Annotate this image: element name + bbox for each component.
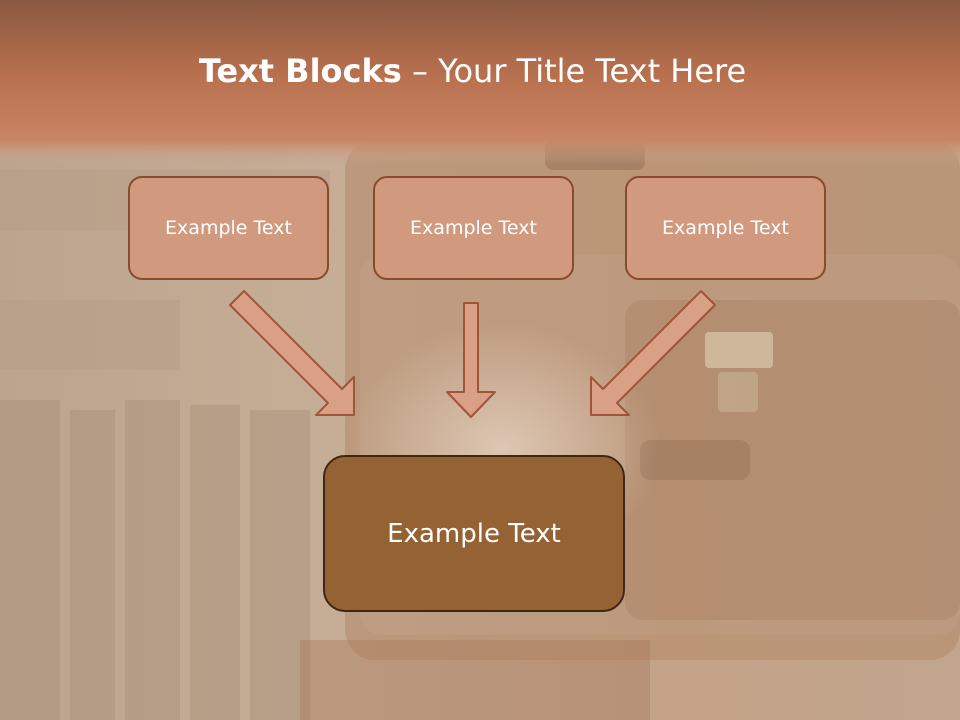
arrow-right-diagonal bbox=[590, 290, 716, 416]
arrow-left-diagonal bbox=[229, 290, 355, 416]
text-block-top-3-label: Example Text bbox=[662, 217, 789, 239]
title-bold-part: Text Blocks bbox=[198, 52, 402, 90]
text-block-top-2[interactable]: Example Text bbox=[373, 176, 574, 280]
text-block-top-2-label: Example Text bbox=[410, 217, 537, 239]
text-block-bottom-label: Example Text bbox=[387, 518, 561, 549]
text-block-top-1-label: Example Text bbox=[165, 217, 292, 239]
text-block-top-1[interactable]: Example Text bbox=[128, 176, 329, 280]
title-rest-part: Your Title Text Here bbox=[438, 52, 747, 90]
text-block-bottom[interactable]: Example Text bbox=[323, 455, 625, 612]
arrow-center-vertical bbox=[446, 302, 496, 418]
text-block-top-3[interactable]: Example Text bbox=[625, 176, 826, 280]
title-separator: – bbox=[401, 52, 439, 90]
slide-title: Text Blocks – Your Title Text Here bbox=[0, 52, 945, 90]
